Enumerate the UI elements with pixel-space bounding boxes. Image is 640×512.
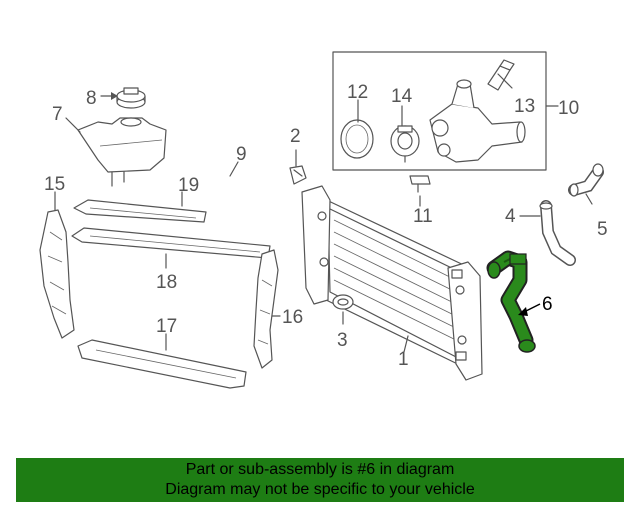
radiator <box>301 185 483 381</box>
overflow-hose <box>181 128 286 222</box>
callout-13: 13 <box>514 96 535 117</box>
callout-12: 12 <box>347 82 368 103</box>
bolt <box>409 175 431 193</box>
callout-17: 17 <box>156 316 177 337</box>
grommet <box>332 294 354 310</box>
callout-7: 7 <box>52 104 63 125</box>
callout-9: 9 <box>236 144 247 165</box>
banner-line-2: Diagram may not be specific to your vehi… <box>165 481 475 498</box>
thermostat-kit-box <box>332 51 547 171</box>
thermostat <box>390 125 420 163</box>
short-hose <box>568 163 604 197</box>
callout-3: 3 <box>337 330 348 351</box>
banner-line-1: Part or sub-assembly is #6 in diagram <box>185 461 455 478</box>
lower-radiator-hose-highlighted <box>486 250 536 353</box>
callout-1: 1 <box>398 349 409 370</box>
leader-lines <box>54 73 593 353</box>
callout-5: 5 <box>597 219 608 240</box>
callout-18: 18 <box>156 272 177 293</box>
parts-diagram: 1 2 3 4 5 6 7 8 9 10 11 12 13 14 15 16 1… <box>39 51 608 389</box>
upper-seal <box>73 199 207 223</box>
part-info-banner: Part or sub-assembly is #6 in diagram Di… <box>16 458 624 502</box>
temp-sensor <box>487 59 515 91</box>
left-deflector <box>39 209 75 339</box>
callout-10: 10 <box>558 98 579 119</box>
lower-shield <box>77 339 247 389</box>
callout-2: 2 <box>290 126 301 147</box>
arrow-8 <box>111 92 118 100</box>
callout-16: 16 <box>282 307 303 328</box>
callout-6: 6 <box>542 294 553 315</box>
callout-15: 15 <box>44 174 65 195</box>
upper-hose <box>539 200 576 266</box>
callout-11: 11 <box>413 206 433 227</box>
callout-14: 14 <box>391 86 413 107</box>
callout-4: 4 <box>505 206 516 227</box>
coolant-reservoir <box>77 117 167 187</box>
right-deflector <box>253 249 279 369</box>
pressure-cap <box>116 87 146 109</box>
callout-8: 8 <box>86 88 97 109</box>
callout-19: 19 <box>178 175 199 196</box>
thermostat-housing <box>429 79 526 163</box>
clip <box>289 165 307 185</box>
lower-seal <box>71 227 271 259</box>
callout-6-arrow <box>518 303 541 316</box>
gasket-ring <box>340 119 374 159</box>
